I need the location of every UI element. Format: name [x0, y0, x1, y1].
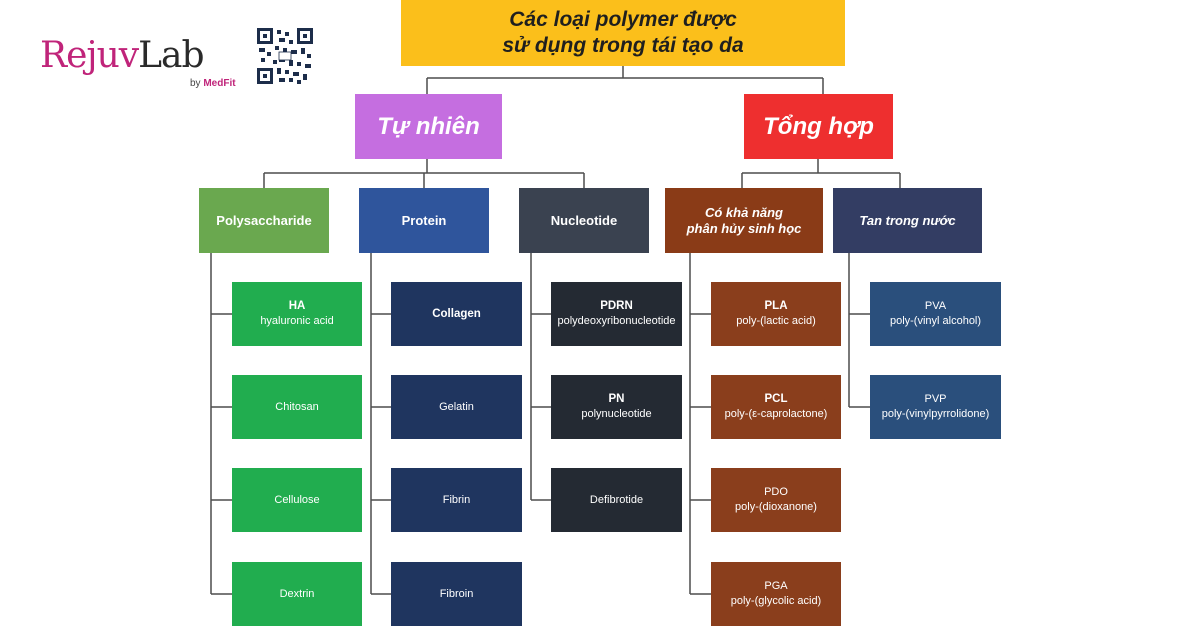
title-line-2: sử dụng trong tái tạo da	[502, 34, 744, 57]
group-protein-label: Protein	[401, 212, 447, 228]
group-water-soluble-label: Tan trong nước	[859, 212, 956, 228]
logo-sub-medfit: MedFit	[203, 78, 236, 89]
item-pga: PGA poly-(glycolic acid)	[711, 562, 841, 626]
item-gelatin: Gelatin	[391, 375, 522, 439]
group-nucleotide: Nucleotide	[519, 188, 649, 253]
item-pn-name: PN	[608, 393, 625, 405]
item-pvp-name: PVP	[924, 393, 947, 405]
qr-code-icon	[257, 28, 313, 84]
item-pdrn: PDRN polydeoxyribonucleotide	[551, 282, 682, 346]
item-chitosan: Chitosan	[232, 375, 362, 439]
group-water-soluble: Tan trong nước	[833, 188, 982, 253]
item-cellulose: Cellulose	[232, 468, 362, 532]
item-pcl-name: PCL	[764, 393, 788, 405]
group-protein: Protein	[359, 188, 489, 253]
item-pdo-full: poly-(dioxanone)	[735, 501, 817, 513]
item-pla: PLA poly-(lactic acid)	[711, 282, 841, 346]
item-pn-full: polynucleotide	[581, 408, 652, 420]
item-collagen: Collagen	[391, 282, 522, 346]
title-line-1: Các loại polymer được	[509, 8, 737, 31]
item-fibrin-name: Fibrin	[442, 493, 471, 506]
item-pva-name: PVA	[924, 300, 947, 312]
group-biodegradable-line-1: Có khả năng	[704, 204, 783, 220]
item-fibroin-name: Fibroin	[439, 587, 474, 600]
item-pla-name: PLA	[764, 300, 788, 312]
logo-text-rejuv: Rejuv	[40, 35, 139, 76]
item-cellulose-name: Cellulose	[274, 493, 320, 506]
logo-sub-by: by	[190, 78, 201, 89]
item-pcl-full: poly-(ε-caprolactone)	[724, 408, 828, 420]
item-fibroin: Fibroin	[391, 562, 522, 626]
item-ha-name: HA	[288, 300, 306, 312]
item-ha-full: hyaluronic acid	[260, 315, 334, 327]
item-pga-name: PGA	[764, 580, 788, 592]
item-gelatin-name: Gelatin	[439, 400, 474, 413]
item-pga-full: poly-(glycolic acid)	[730, 595, 822, 607]
group-nucleotide-label: Nucleotide	[550, 212, 618, 228]
item-pdrn-name: PDRN	[600, 300, 633, 312]
category-synthetic: Tổng hợp	[744, 94, 893, 159]
item-dextrin: Dextrin	[232, 562, 362, 626]
item-pvp: PVP poly-(vinylpyrrolidone)	[870, 375, 1001, 439]
item-ha: HA hyaluronic acid	[232, 282, 362, 346]
category-natural-label: Tự nhiên	[377, 112, 480, 140]
group-polysaccharide-label: Polysaccharide	[216, 212, 312, 228]
item-pdo: PDO poly-(dioxanone)	[711, 468, 841, 532]
item-chitosan-name: Chitosan	[275, 400, 319, 413]
item-pla-full: poly-(lactic acid)	[736, 315, 816, 327]
category-synthetic-label: Tổng hợp	[763, 112, 874, 140]
group-biodegradable: Có khả năng phân hủy sinh học	[665, 188, 823, 253]
group-biodegradable-line-2: phân hủy sinh học	[686, 220, 802, 236]
item-defibrotide: Defibrotide	[551, 468, 682, 532]
category-natural: Tự nhiên	[355, 94, 502, 159]
item-pdo-name: PDO	[764, 486, 788, 498]
item-defibrotide-name: Defibrotide	[589, 493, 644, 506]
logo-text-lab: Lab	[138, 35, 204, 76]
item-pva-full: poly-(vinyl alcohol)	[889, 315, 982, 327]
item-dextrin-name: Dextrin	[279, 587, 315, 600]
item-pva: PVA poly-(vinyl alcohol)	[870, 282, 1001, 346]
item-pn: PN polynucleotide	[551, 375, 682, 439]
item-pvp-full: poly-(vinylpyrrolidone)	[881, 408, 990, 420]
item-pdrn-full: polydeoxyribonucleotide	[557, 315, 676, 327]
rejuvlab-logo: RejuvLab by MedFit	[40, 35, 236, 90]
item-fibrin: Fibrin	[391, 468, 522, 532]
item-collagen-name: Collagen	[432, 307, 481, 320]
group-polysaccharide: Polysaccharide	[199, 188, 329, 253]
item-pcl: PCL poly-(ε-caprolactone)	[711, 375, 841, 439]
diagram-title: Các loại polymer được sử dụng trong tái …	[401, 0, 845, 66]
